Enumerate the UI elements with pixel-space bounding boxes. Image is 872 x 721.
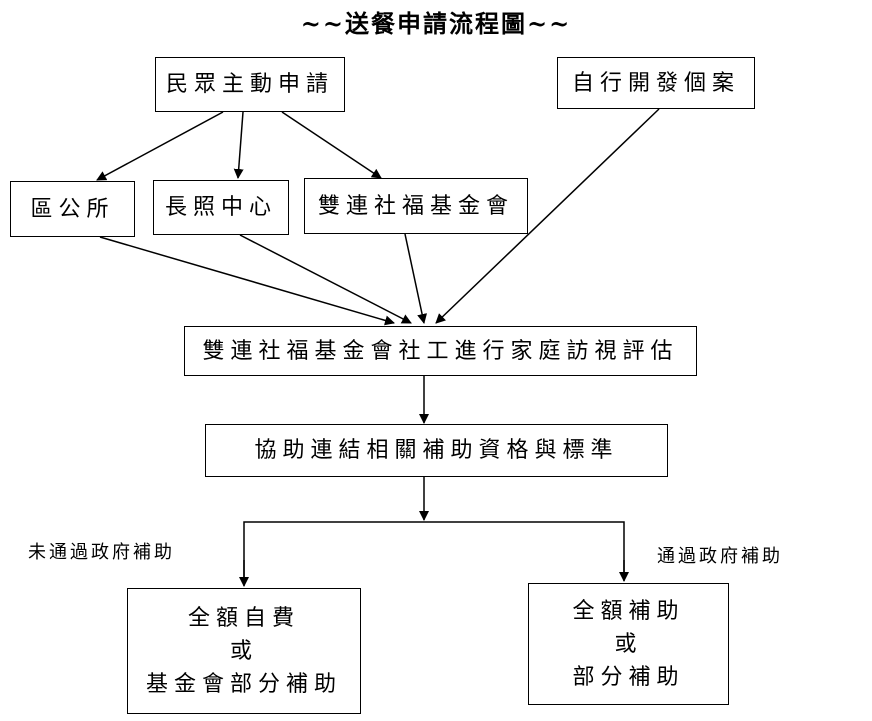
not-passed-line3: 基金會部分補助 xyxy=(145,671,342,697)
arrow-apply-to-ltc xyxy=(233,111,244,179)
arrow-apply-to-foundation xyxy=(281,111,382,179)
passed-line2: 或 xyxy=(614,631,643,657)
node-home-visit-label: 雙連社福基金會社工進行家庭訪視評估 xyxy=(202,338,679,364)
node-foundation: 雙連社福基金會 xyxy=(304,178,528,234)
node-district-office: 區公所 xyxy=(10,181,135,237)
node-assist-link-label: 協助連結相關補助資格與標準 xyxy=(254,438,619,463)
edge-label-passed: 通過政府補助 xyxy=(657,546,783,567)
branch-line xyxy=(243,521,625,585)
node-self-develop: 自行開發個案 xyxy=(557,57,755,109)
passed-line3: 部分補助 xyxy=(572,664,685,690)
node-ltc-center-label: 長照中心 xyxy=(164,195,277,220)
arrow-foundation-to-visit xyxy=(404,233,428,324)
diagram-title: ~~送餐申請流程圖~~ xyxy=(300,9,572,38)
passed-line1: 全額補助 xyxy=(572,598,685,624)
node-foundation-label: 雙連社福基金會 xyxy=(317,193,514,219)
edge-label-not-passed: 未通過政府補助 xyxy=(28,542,175,563)
node-home-visit: 雙連社福基金會社工進行家庭訪視評估 xyxy=(184,326,697,376)
arrow-ltc-to-visit xyxy=(239,234,412,324)
node-district-office-label: 區公所 xyxy=(30,196,115,222)
node-ltc-center: 長照中心 xyxy=(153,180,289,235)
node-not-passed-result: 全額自費 或 基金會部分補助 xyxy=(127,588,361,714)
not-passed-line1: 全額自費 xyxy=(187,605,300,631)
node-assist-link: 協助連結相關補助資格與標準 xyxy=(205,424,668,477)
arrow-develop-to-visit xyxy=(435,108,660,324)
arrow-apply-to-district xyxy=(96,111,224,181)
node-self-apply: 民眾主動申請 xyxy=(155,57,345,112)
node-self-apply-label: 民眾主動申請 xyxy=(165,72,334,97)
arrow-district-to-visit xyxy=(99,236,395,326)
node-passed-result: 全額補助 或 部分補助 xyxy=(528,583,729,705)
node-self-develop-label: 自行開發個案 xyxy=(571,70,740,96)
not-passed-line2: 或 xyxy=(229,638,258,664)
